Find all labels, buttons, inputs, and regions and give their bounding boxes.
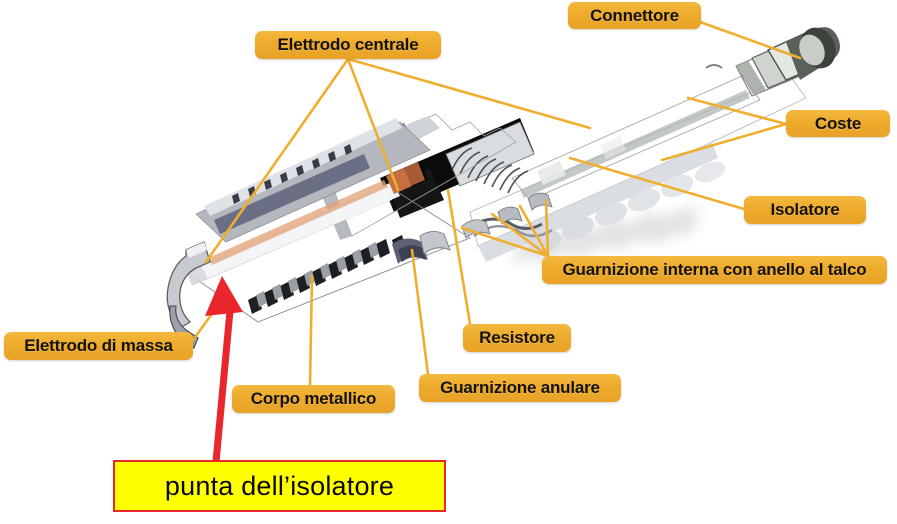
callout-coste[interactable]: Coste — [786, 110, 890, 137]
callout-label: Corpo metallico — [250, 389, 377, 408]
annular-gasket — [392, 231, 451, 264]
callout-guarnizione-interna-con-anello-al-talco[interactable]: Guarnizione interna con anello al talco — [542, 256, 887, 284]
leader-lines — [191, 20, 802, 387]
leader-coste-1 — [686, 96, 788, 126]
leader-corpo-metallico — [308, 274, 314, 387]
leader-elettrodo-centrale-2 — [346, 57, 400, 192]
callout-corpo-metallico[interactable]: Corpo metallico — [232, 385, 395, 413]
callout-label: Isolatore — [770, 200, 840, 219]
leader-coste-2 — [660, 122, 788, 162]
leader-elettrodo-centrale-3 — [346, 57, 592, 130]
callout-isolatore[interactable]: Isolatore — [744, 196, 866, 224]
metal-shell-rear-cut — [195, 118, 431, 243]
leader-guarnizione-interna-1 — [460, 226, 550, 258]
annotation-note-box[interactable]: punta dell’isolatore — [113, 460, 446, 512]
callout-resistore[interactable]: Resistore — [463, 324, 571, 352]
leader-elettrodo-centrale-1 — [204, 57, 350, 264]
leader-connettore — [698, 20, 802, 60]
callout-label: Elettrodo di massa — [24, 336, 173, 355]
callout-connettore[interactable]: Connettore — [568, 2, 701, 29]
annotation-note-text: punta dell’isolatore — [164, 470, 395, 501]
red-pointer-arrow — [205, 276, 243, 463]
callout-label: Guarnizione interna con anello al talco — [562, 260, 867, 279]
callout-guarnizione-anulare[interactable]: Guarnizione anulare — [419, 374, 621, 402]
leader-guarnizione-anulare — [410, 248, 430, 376]
leader-guarnizione-interna-4 — [544, 198, 550, 258]
center-electrode-copper — [204, 161, 427, 272]
leader-guarnizione-interna-3 — [518, 204, 550, 258]
callout-elettrodo-centrale[interactable]: Elettrodo centrale — [255, 31, 441, 59]
insulator-shaft-cut — [511, 75, 761, 201]
callout-label: Guarnizione anulare — [440, 378, 600, 397]
callout-label: Resistore — [479, 328, 555, 347]
leader-isolatore — [568, 156, 746, 211]
callout-label: Coste — [814, 113, 862, 133]
callout-label: Elettrodo centrale — [277, 35, 419, 54]
callout-elettrodo-di-massa[interactable]: Elettrodo di massa — [4, 332, 193, 360]
leader-resistore — [446, 188, 472, 326]
leader-guarnizione-interna-2 — [490, 212, 550, 258]
inner-gasket-talc-ring — [461, 192, 553, 239]
callout-label: Connettore — [590, 5, 679, 25]
